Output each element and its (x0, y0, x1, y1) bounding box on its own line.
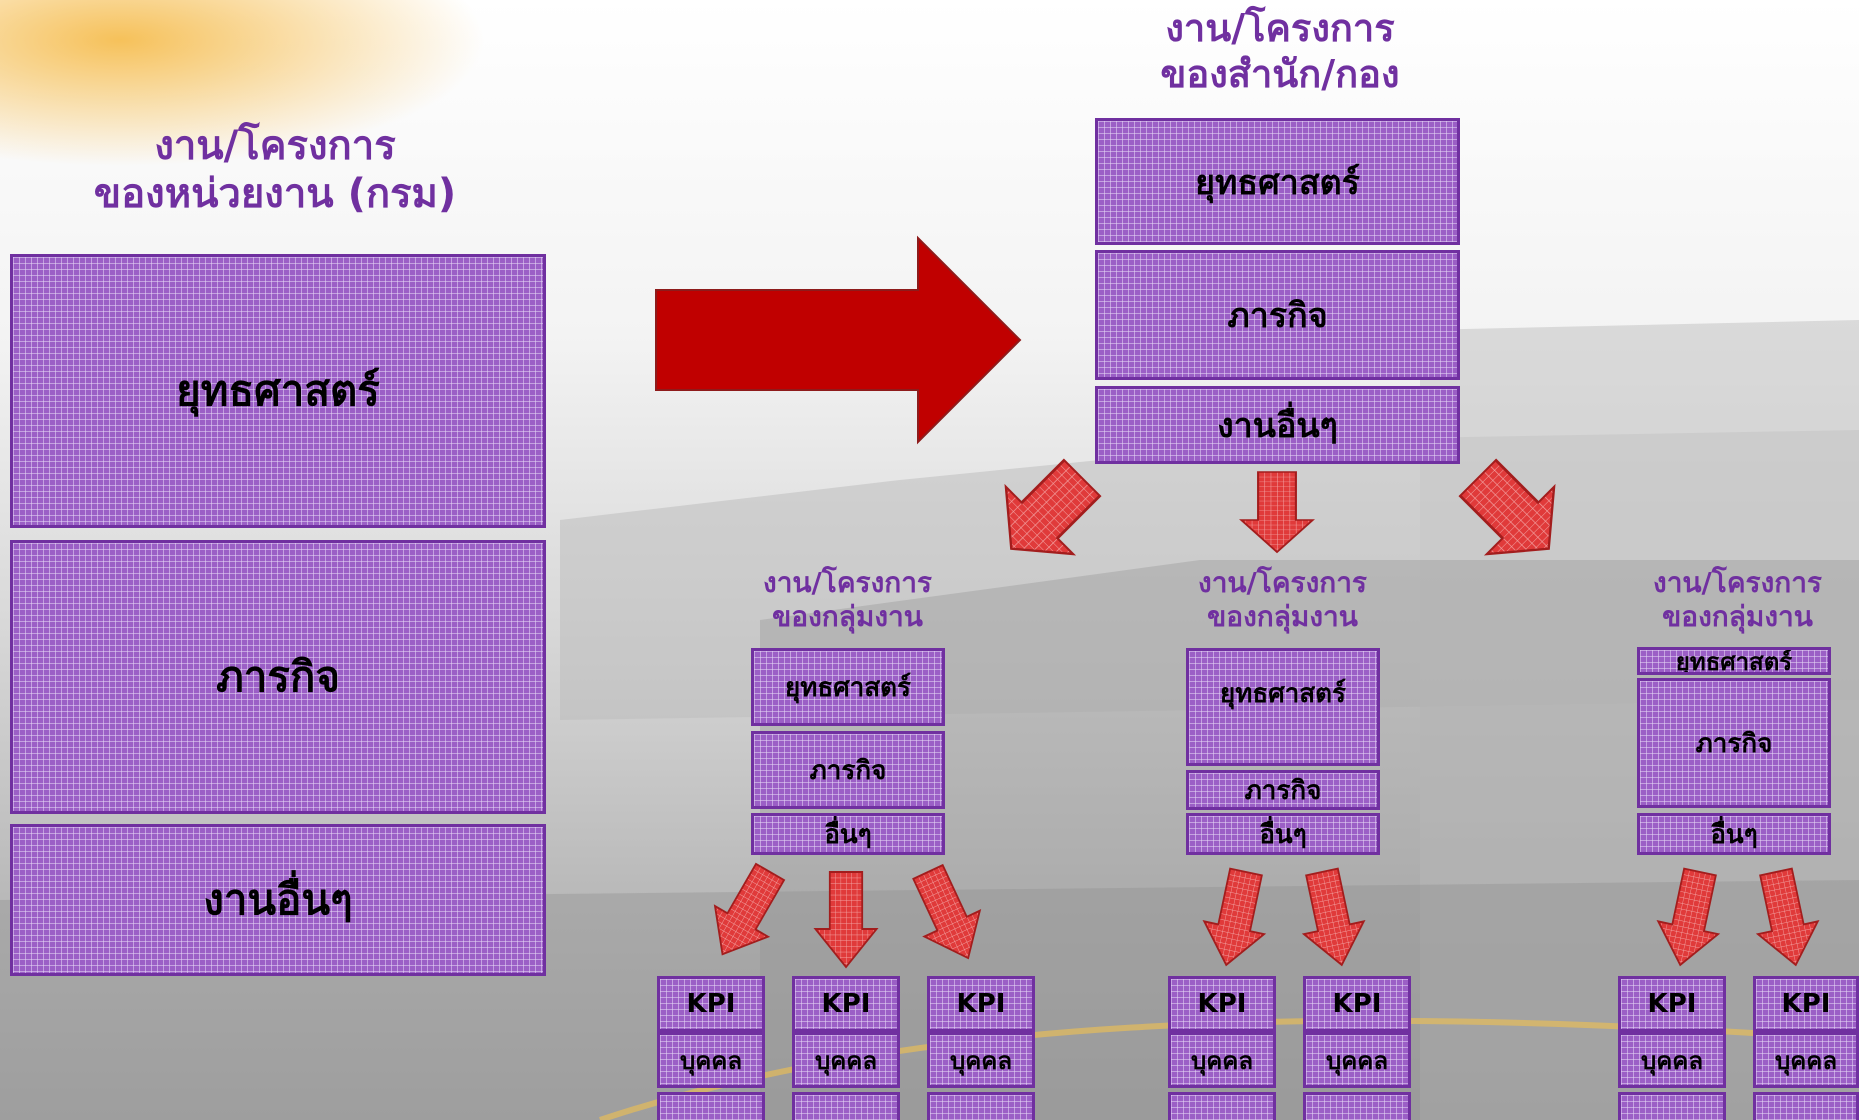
kpi-person-label: บุคคล (679, 1046, 743, 1075)
group2-title-line1: งาน/โครงการ (1198, 566, 1367, 599)
group1-strategy-box: ยุทธศาสตร์ (751, 648, 945, 726)
bureau-other-box: งานอื่นๆ (1095, 386, 1460, 464)
kpi-box: KPI (1753, 976, 1859, 1032)
kpi-person-box: บุคคล (657, 1032, 765, 1088)
kpi-person-label: บุคคล (949, 1046, 1013, 1075)
kpi-person-box: บุคคล (1303, 1032, 1411, 1088)
department-other-box: งานอื่นๆ (10, 824, 546, 976)
kpi-person-label: บุคคล (1640, 1046, 1704, 1075)
group1-strategy-label: ยุทธศาสตร์ (784, 672, 912, 703)
kpi-person-label: บุคคล (1190, 1046, 1254, 1075)
kpi-label: KPI (1332, 989, 1382, 1019)
big-arrow-right (655, 235, 1022, 445)
arrow-g1-kpi1 (695, 855, 798, 971)
department-other-label: งานอื่นๆ (203, 875, 353, 924)
kpi-box: KPI (657, 976, 765, 1032)
department-strategy-label: ยุทธศาสตร์ (176, 366, 380, 415)
kpi-label: KPI (686, 989, 736, 1019)
group1-other-box: อื่นๆ (751, 813, 945, 855)
kpi-box: KPI (927, 976, 1035, 1032)
kpi-extra-box (1168, 1092, 1276, 1120)
kpi-extra-box (1303, 1092, 1411, 1120)
group2-strategy-box: ยุทธศาสตร์ (1186, 648, 1380, 766)
group1-mission-label: ภารกิจ (809, 755, 887, 786)
department-mission-label: ภารกิจ (216, 652, 340, 701)
bureau-title: งาน/โครงการ ของสำนัก/กอง (1060, 6, 1500, 97)
group1-title-line2: ของกลุ่มงาน (772, 599, 923, 633)
arrow-g3-kpi2 (1745, 864, 1827, 973)
bureau-strategy-box: ยุทธศาสตร์ (1095, 118, 1460, 245)
kpi-box: KPI (1618, 976, 1726, 1032)
department-mission-box: ภารกิจ (10, 540, 546, 814)
group2-mission-box: ภารกิจ (1186, 770, 1380, 810)
kpi-box: KPI (1168, 976, 1276, 1032)
kpi-label: KPI (956, 989, 1006, 1019)
group1-other-label: อื่นๆ (824, 819, 872, 850)
bureau-title-line2: ของสำนัก/กอง (1160, 51, 1400, 96)
kpi-person-box: บุคคล (792, 1032, 900, 1088)
department-title-line1: งาน/โครงการ (154, 123, 396, 169)
kpi-person-label: บุคคล (814, 1046, 878, 1075)
department-strategy-box: ยุทธศาสตร์ (10, 254, 546, 528)
kpi-person-box: บุคคล (927, 1032, 1035, 1088)
kpi-label: KPI (1197, 989, 1247, 1019)
kpi-person-label: บุคคล (1774, 1046, 1838, 1075)
group3-strategy-label: ยุทธศาสตร์ (1675, 647, 1793, 675)
kpi-label: KPI (1781, 989, 1831, 1019)
arrow-to-group2 (1240, 470, 1314, 554)
group3-mission-box: ภารกิจ (1637, 678, 1831, 808)
kpi-person-box: บุคคล (1168, 1032, 1276, 1088)
arrow-to-group1 (976, 443, 1117, 584)
kpi-person-box: บุคคล (1753, 1032, 1859, 1088)
group3-mission-label: ภารกิจ (1695, 728, 1773, 759)
kpi-box: KPI (792, 976, 900, 1032)
group2-mission-label: ภารกิจ (1244, 775, 1322, 806)
kpi-extra-box (792, 1092, 900, 1120)
kpi-box: KPI (1303, 976, 1411, 1032)
group2-title-line2: ของกลุ่มงาน (1207, 599, 1358, 633)
arrow-to-group3 (1443, 443, 1584, 584)
kpi-extra-box (657, 1092, 765, 1120)
kpi-person-label: บุคคล (1325, 1046, 1389, 1075)
group3-other-label: อื่นๆ (1710, 819, 1758, 850)
kpi-extra-box (1618, 1092, 1726, 1120)
group2-title: งาน/โครงการ ของกลุ่มงาน (1165, 566, 1400, 633)
kpi-extra-box (1753, 1092, 1859, 1120)
department-title: งาน/โครงการ ของหน่วยงาน (กรม) (30, 122, 520, 218)
kpi-label: KPI (821, 989, 871, 1019)
group3-title: งาน/โครงการ ของกลุ่มงาน (1620, 566, 1855, 633)
kpi-label: KPI (1647, 989, 1697, 1019)
arrow-g3-kpi1 (1649, 864, 1731, 973)
arrow-g1-kpi3 (899, 858, 997, 972)
bureau-strategy-label: ยุทธศาสตร์ (1195, 162, 1360, 203)
group1-mission-box: ภารกิจ (751, 731, 945, 809)
group1-title: งาน/โครงการ ของกลุ่มงาน (730, 566, 965, 633)
bureau-other-label: งานอื่นๆ (1217, 406, 1338, 446)
kpi-extra-box (927, 1092, 1035, 1120)
group3-strategy-box: ยุทธศาสตร์ (1637, 647, 1831, 675)
bureau-mission-box: ภารกิจ (1095, 250, 1460, 380)
arrow-g1-kpi2 (814, 871, 878, 968)
group2-other-box: อื่นๆ (1186, 813, 1380, 855)
group3-title-line1: งาน/โครงการ (1653, 566, 1822, 599)
bureau-title-line1: งาน/โครงการ (1165, 6, 1395, 50)
department-title-line2: ของหน่วยงาน (กรม) (93, 171, 457, 217)
arrow-g2-kpi1 (1195, 864, 1277, 973)
group3-title-line2: ของกลุ่มงาน (1662, 599, 1813, 633)
group2-strategy-label: ยุทธศาสตร์ (1219, 679, 1347, 709)
bureau-mission-label: ภารกิจ (1227, 296, 1328, 336)
group2-other-label: อื่นๆ (1259, 819, 1307, 850)
arrow-g2-kpi2 (1291, 864, 1373, 973)
kpi-person-box: บุคคล (1618, 1032, 1726, 1088)
group3-other-box: อื่นๆ (1637, 813, 1831, 855)
group1-title-line1: งาน/โครงการ (763, 566, 932, 599)
